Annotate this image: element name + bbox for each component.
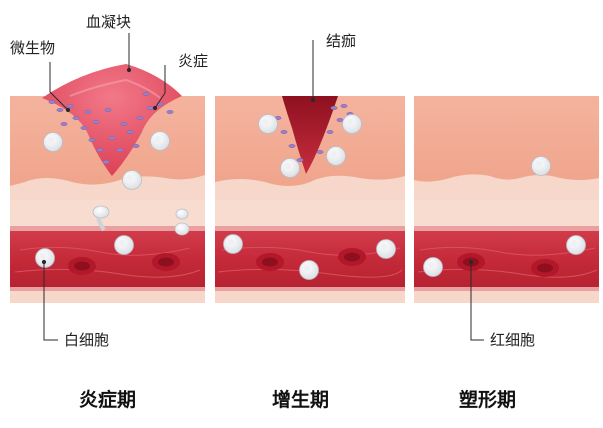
label-blood-clot: 血凝块	[86, 13, 131, 31]
stage-inflammatory: 炎症期	[79, 389, 136, 411]
panel-proliferative	[215, 96, 405, 303]
panel-remodeling	[414, 96, 599, 303]
label-microbe: 微生物	[10, 39, 55, 57]
panel-inflammatory	[10, 64, 205, 303]
stage-proliferative: 增生期	[272, 389, 329, 411]
label-white-cell: 白细胞	[64, 331, 109, 349]
label-inflammation: 炎症	[178, 52, 208, 70]
label-red-cell: 红细胞	[490, 331, 535, 349]
stage-remodeling: 塑形期	[459, 389, 516, 411]
label-scab: 结痂	[326, 32, 356, 50]
